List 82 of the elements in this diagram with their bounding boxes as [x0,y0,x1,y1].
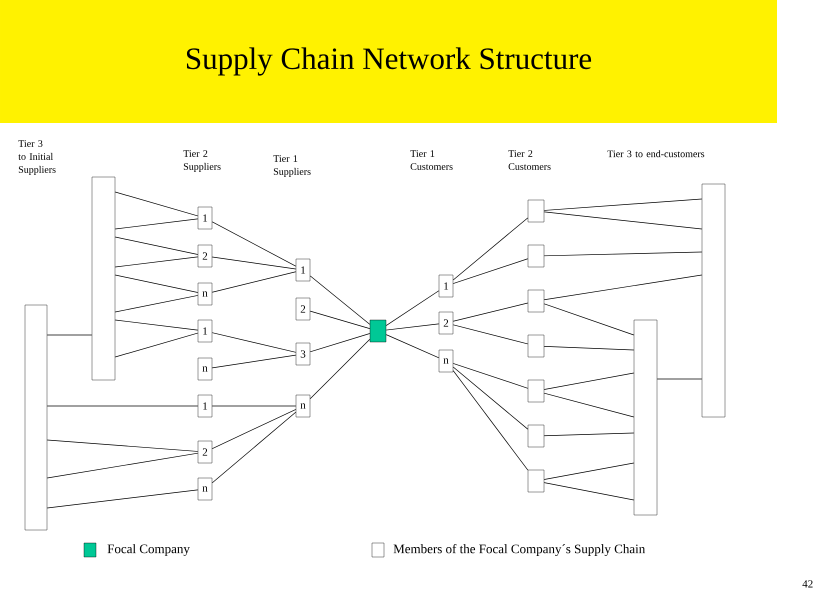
tier-box: n [198,282,212,306]
connector-line [114,274,198,293]
tier-bar [634,320,658,516]
connector-line [114,320,198,330]
member-box [528,244,544,268]
connector-line [544,304,634,336]
column-heading: Tier 1 Customers [410,150,453,170]
connector-line [452,370,528,470]
tier-box: 2 [438,312,454,334]
column-heading: Tier 3 to Initial Suppliers [18,140,56,175]
column-heading: Tier 3 to end-customers [607,150,704,158]
connector-line [212,332,296,353]
tier-box: 3 [296,342,310,366]
connector-line [46,334,92,336]
page-number: 42 [802,580,813,588]
tier-box: 2 [296,298,310,320]
column-heading: Tier 1 Suppliers [273,155,311,177]
tier-box: n [438,350,454,372]
connector-line [544,432,634,436]
connector-line [114,218,198,230]
connector-line [544,372,634,390]
connector-line [212,271,296,293]
connector-line [452,258,528,284]
connector-line [452,366,528,430]
tier-box: 1 [438,274,454,298]
member-box [528,424,544,448]
tier-box: 1 [198,394,212,418]
tier-bar [702,184,726,418]
connector-line [114,192,198,216]
tier-box: 1 [198,206,212,230]
connector-line [544,198,702,211]
connector-line [386,324,440,330]
tier-box: 1 [198,320,212,342]
connector-line [114,332,198,358]
connector-line [212,354,296,368]
connector-line [452,324,528,344]
connector-line [310,333,370,352]
member-box [528,200,544,222]
focal-box [370,320,386,342]
member-box [528,290,544,312]
member-box [528,380,544,402]
connector-line [452,302,528,322]
connector-line [310,310,370,329]
legend-label: Focal Company [108,544,190,556]
connector-line [310,338,370,400]
connector-line [310,276,370,325]
connector-line [212,412,296,484]
connector-line [452,217,528,280]
connector-line [386,290,440,326]
connector-line [114,256,198,268]
tier-box: n [198,358,212,380]
connector-line [114,236,198,255]
connector-line [544,392,634,418]
connector-line [212,256,296,270]
connector-line [544,212,702,230]
connector-line [656,378,702,380]
column-heading: Tier 2 Suppliers [183,150,221,172]
connector-line [212,409,296,449]
tier-box: 2 [198,440,212,464]
member-box [528,470,544,492]
tier-bar [92,176,116,380]
column-heading: Tier 2 Customers [508,150,551,170]
connector-line [544,482,634,500]
connector-line [46,452,198,478]
member-box [528,334,544,358]
tier-box: n [198,478,212,500]
connector-line [544,274,702,300]
connector-line [114,295,198,312]
tier-box: 1 [296,258,310,282]
connector-line [46,440,198,452]
tier-box: 2 [198,244,212,268]
tier-bar [24,304,48,530]
tier-box: n [296,394,310,418]
connector-line [212,221,296,267]
connector-line [544,346,634,350]
connector-line [452,363,528,389]
connector-line [544,462,634,480]
title-banner: Supply Chain Network Structure [0,0,777,123]
legend-label: Members of the Focal Company´s Supply Chain [394,544,646,556]
connector-line [544,252,702,256]
connector-line [46,490,198,508]
connector-line [386,334,440,358]
